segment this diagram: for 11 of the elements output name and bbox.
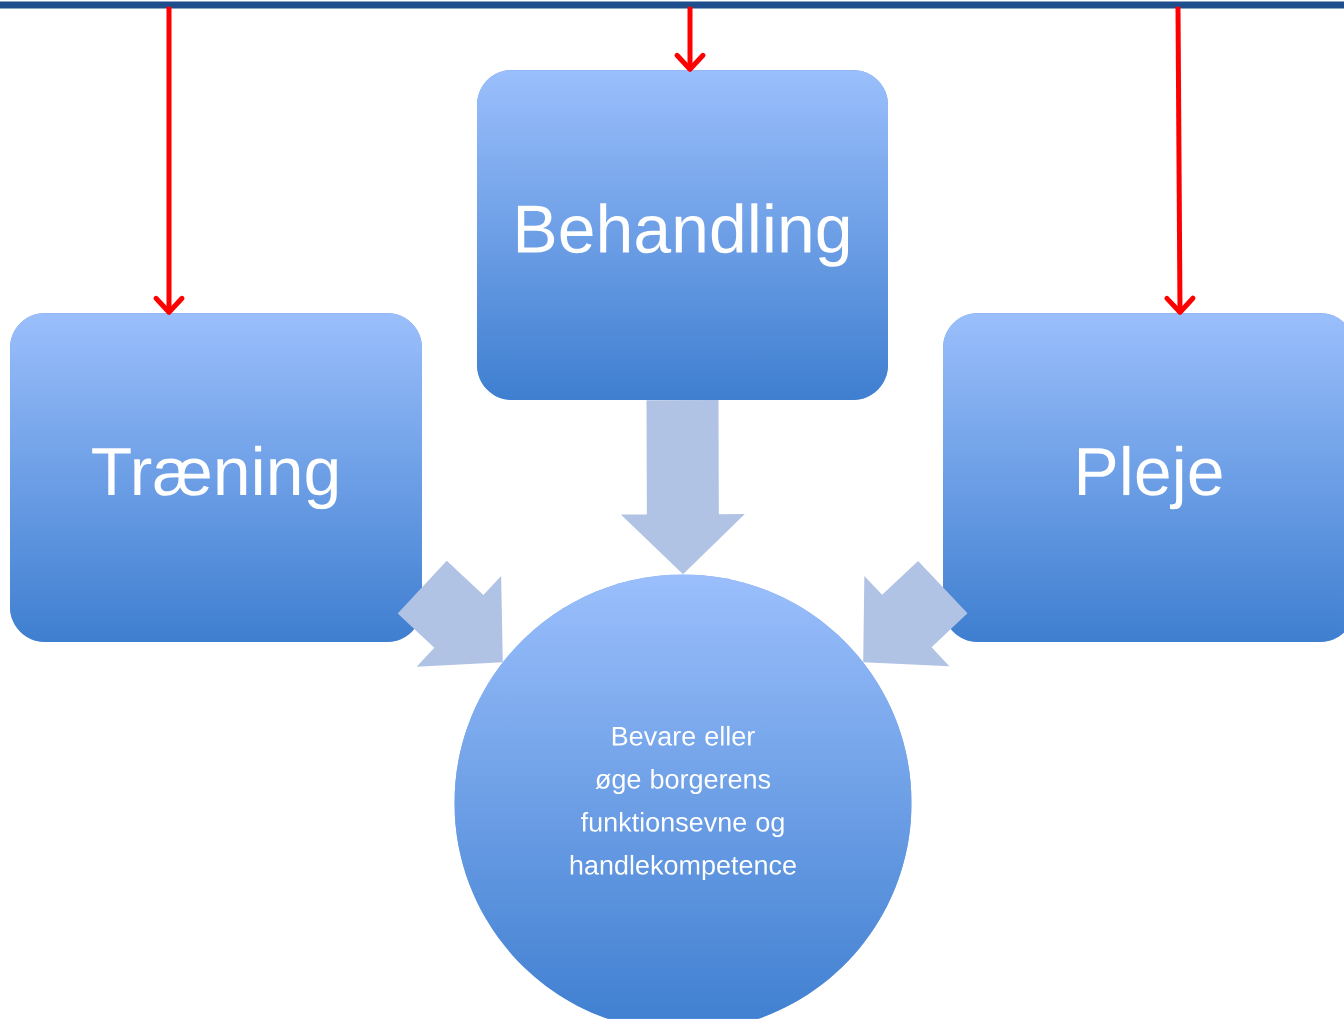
- process-box: Behandling: [477, 70, 888, 400]
- process-box: Pleje: [943, 313, 1344, 642]
- block-arrow: [863, 560, 968, 667]
- arrow: [1164, 6, 1196, 315]
- arrow: [153, 6, 185, 315]
- header-bar: [0, 1, 1344, 9]
- arrow: [674, 6, 706, 72]
- block-arrow: [397, 560, 503, 667]
- circle-node: Bevare eller øge borgerens funktionsevne og handlekompetence: [454, 574, 912, 1019]
- block-arrow: [620, 400, 745, 575]
- process-box: Træning: [10, 313, 422, 642]
